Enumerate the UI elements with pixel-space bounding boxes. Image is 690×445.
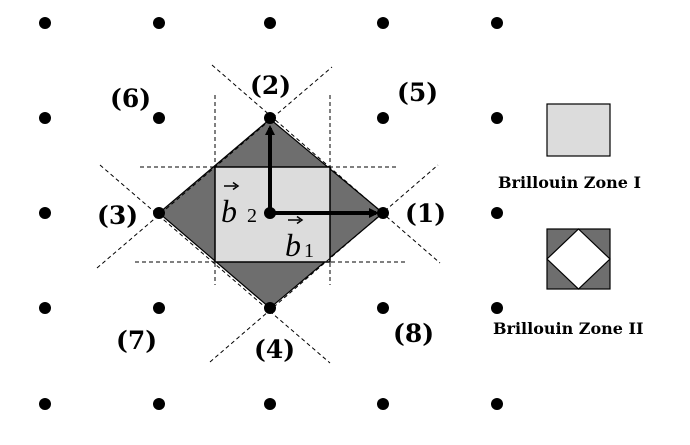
lattice-point: [377, 302, 389, 314]
lattice-point: [153, 17, 165, 29]
lattice-point: [491, 302, 503, 314]
lattice-point: [491, 398, 503, 410]
vector-b2-label: b 2: [221, 181, 257, 229]
lattice-point: [153, 398, 165, 410]
legend: Brillouin Zone I Brillouin Zone II: [493, 103, 643, 338]
lattice-point: [153, 302, 165, 314]
lattice-point: [39, 17, 51, 29]
lattice-point: [39, 302, 51, 314]
lattice-point: [491, 112, 503, 124]
legend-zone-2-swatch: [546, 228, 611, 290]
lattice-point: [377, 17, 389, 29]
label-neighbor-2: (2): [250, 71, 291, 100]
label-neighbor-6: (6): [110, 84, 151, 113]
label-neighbor-3: (3): [97, 201, 138, 230]
vector-b1-subscript: 1: [304, 240, 314, 262]
label-neighbor-5: (5): [397, 78, 438, 107]
lattice-point: [264, 302, 276, 314]
lattice-point: [264, 398, 276, 410]
lattice-point: [491, 17, 503, 29]
lattice-point: [39, 398, 51, 410]
legend-zone-1-label: Brillouin Zone I: [498, 173, 641, 192]
vector-b2-symbol: b: [221, 193, 237, 229]
legend-zone-1-swatch: [546, 103, 611, 157]
legend-zone-2-label: Brillouin Zone II: [493, 319, 643, 338]
lattice-point: [39, 112, 51, 124]
lattice-point: [39, 207, 51, 219]
reciprocal-lattice-points: [39, 17, 503, 410]
lattice-point: [377, 207, 389, 219]
vector-b1-symbol: b: [285, 227, 301, 263]
label-neighbor-8: (8): [393, 319, 434, 348]
vector-b2-subscript: 2: [247, 205, 257, 227]
lattice-point: [153, 207, 165, 219]
lattice-point: [153, 112, 165, 124]
lattice-point: [264, 112, 276, 124]
lattice-point: [377, 112, 389, 124]
lattice-point: [264, 17, 276, 29]
lattice-point: [491, 207, 503, 219]
lattice-point: [377, 398, 389, 410]
bragg-plane-lines: [96, 64, 441, 364]
label-neighbor-1: (1): [405, 199, 446, 228]
label-neighbor-7: (7): [116, 326, 157, 355]
vector-b1-label: b 1: [285, 215, 314, 263]
label-neighbor-4: (4): [254, 335, 295, 364]
